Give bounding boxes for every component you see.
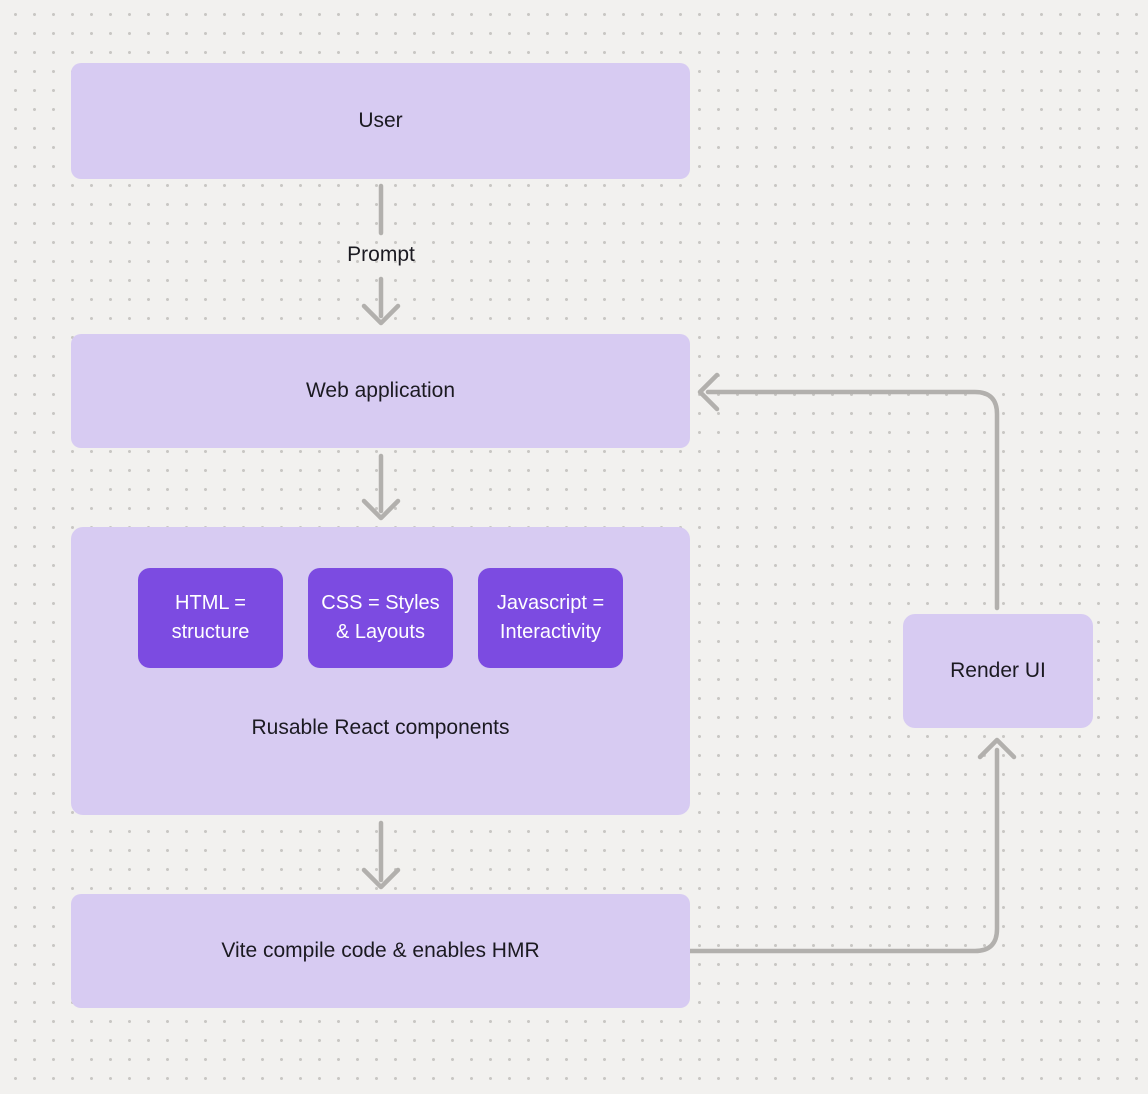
arrowhead-down-into-group [361,498,401,521]
chip-html[interactable]: HTML = structure [138,568,283,668]
node-web-application-label: Web application [305,379,456,403]
arrowhead-down-into-webapp [361,303,401,326]
chip-css[interactable]: CSS = Styles & Layouts [308,568,453,668]
chip-html-label: HTML = structure [171,592,250,643]
arrowhead-down-into-vite [361,867,401,890]
chip-javascript[interactable]: Javascript = Interactivity [478,568,623,668]
node-web-application[interactable]: Web application [71,334,690,448]
node-user[interactable]: User [71,63,690,179]
node-user-label: User [358,109,403,133]
node-vite-label: Vite compile code & enables HMR [221,939,540,963]
group-react-components[interactable]: HTML = structure CSS = Styles & Layouts … [71,527,690,815]
node-render-ui[interactable]: Render UI [903,614,1093,728]
connector-renderui-to-webapp [705,389,1000,611]
connector-label-prompt: Prompt [347,243,415,266]
arrowhead-up-into-renderui [977,737,1017,760]
connector-vite-to-renderui [687,747,1000,954]
node-render-ui-label: Render UI [950,659,1046,683]
node-vite[interactable]: Vite compile code & enables HMR [71,894,690,1008]
group-react-components-caption: Rusable React components [251,716,510,739]
chip-javascript-label: Javascript = Interactivity [496,592,605,643]
arrowhead-left-into-webapp [697,372,720,412]
chip-css-label: CSS = Styles & Layouts [321,592,440,643]
